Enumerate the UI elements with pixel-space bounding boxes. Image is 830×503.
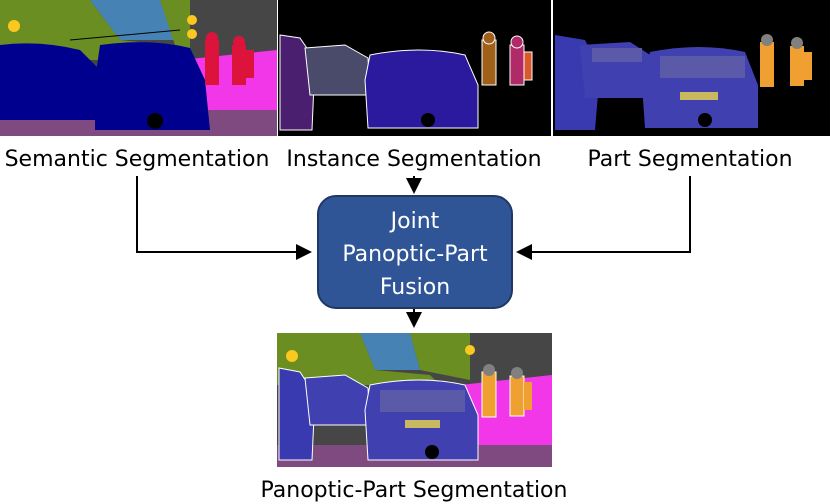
part-segmentation-label: Part Segmentation <box>587 147 792 172</box>
arrow-part-to-fusion <box>516 176 691 260</box>
instance-segmentation-label: Instance Segmentation <box>286 147 541 172</box>
panoptic-part-segmentation-image <box>277 333 552 467</box>
fusion-label-line1: Joint <box>389 209 440 234</box>
instance-segmentation-image <box>278 0 551 136</box>
part-segmentation-image <box>553 0 830 136</box>
fusion-box <box>317 195 513 309</box>
arrow-semantic-to-fusion <box>136 176 312 260</box>
fusion-label-line2: Panoptic-Part <box>342 242 488 267</box>
semantic-segmentation-image <box>0 0 277 136</box>
panoptic-part-segmentation-label: Panoptic-Part Segmentation <box>261 478 568 503</box>
semantic-segmentation-label: Semantic Segmentation <box>5 147 270 172</box>
fusion-label-line3: Fusion <box>380 275 450 300</box>
